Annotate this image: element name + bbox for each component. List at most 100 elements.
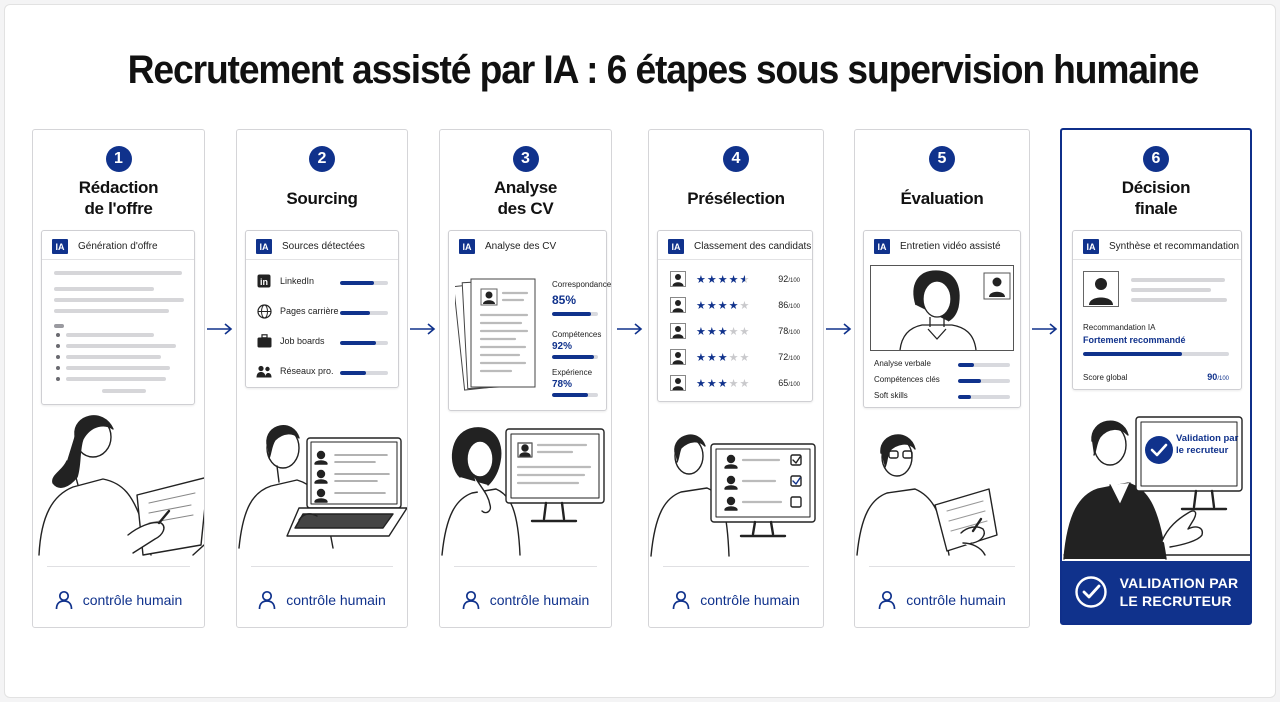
bar-fill	[958, 379, 982, 383]
step-number-3: 3	[512, 146, 539, 172]
step-number-1: 1	[105, 146, 132, 172]
candidate-row: ★★★★★ 86/100	[670, 295, 800, 315]
step-number-2: 2	[309, 146, 335, 172]
candidate-avatar-icon	[670, 271, 686, 287]
panel-title: Sources détectées	[282, 241, 365, 252]
step-title-1: Rédaction de l'offre	[78, 178, 159, 218]
linkedin-icon: in	[256, 273, 272, 289]
arrow-right-icon	[617, 323, 643, 335]
step-card-1: 1 Rédaction de l'offre IA Génération d'of…	[32, 129, 205, 628]
match-bar	[552, 312, 598, 316]
step-title-6: Décision finale	[1121, 178, 1191, 218]
key-skills-bar	[958, 379, 1010, 383]
bar-fill	[552, 312, 592, 316]
panel-title: Génération d'offre	[78, 241, 158, 252]
panel-title: Entretien vidéo assisté	[900, 241, 1001, 252]
panel-title: Classement des candidats	[694, 241, 812, 252]
human-control-5: contrôle humain	[855, 585, 1029, 615]
bar-fill	[552, 355, 595, 359]
candidate-avatar-icon	[670, 349, 686, 365]
candidate-score: 65/100	[778, 378, 800, 388]
soft-skills-bar	[958, 395, 1010, 399]
globe-icon	[256, 303, 272, 319]
bar-fill	[340, 341, 376, 345]
source-bar-1	[340, 281, 388, 285]
svg-text:in: in	[260, 277, 268, 287]
user-icon	[462, 590, 480, 610]
step-title-2: Sourcing	[286, 189, 358, 208]
ia-badge: IA	[668, 239, 684, 254]
arrow-right-icon	[410, 323, 436, 335]
candidate-avatar-icon	[670, 297, 686, 313]
bar-fill	[340, 281, 374, 285]
candidate-avatar-icon	[670, 323, 686, 339]
step-number-4: 4	[723, 146, 749, 172]
candidate-score: 78/100	[778, 326, 800, 336]
panel-title: Analyse des CV	[485, 241, 557, 252]
candidate-score: 72/100	[778, 352, 800, 362]
arrow-right-icon	[826, 323, 852, 335]
bar-fill	[340, 311, 370, 315]
validation-banner: VALIDATION PAR LE RECRUTEUR	[1062, 561, 1250, 623]
ia-badge: IA	[459, 239, 475, 254]
bar-fill	[958, 395, 971, 399]
woman-writing-illustration	[38, 415, 204, 556]
skills-bar	[552, 355, 598, 359]
user-icon	[258, 590, 276, 610]
human-control-3: contrôle humain	[440, 585, 611, 615]
verbal-bar	[958, 363, 1010, 367]
user-icon	[878, 590, 896, 610]
offer-panel: IA Génération d'offre	[41, 230, 195, 405]
star-rating: ★★★★★	[696, 377, 751, 390]
briefcase-icon	[256, 333, 272, 349]
video-call-icon	[870, 265, 1014, 351]
man-laptop-illustration	[238, 424, 407, 549]
bar-fill	[958, 363, 974, 367]
woman-monitor-illustration	[441, 427, 605, 556]
candidate-row: ★★★★★ 65/100	[670, 373, 800, 393]
bar-fill	[552, 393, 588, 397]
ia-badge: IA	[256, 239, 272, 254]
step-title-5: Évaluation	[900, 189, 984, 208]
ia-badge: IA	[874, 239, 890, 254]
source-bar-4	[340, 371, 388, 375]
cv-stack-icon	[455, 278, 536, 391]
candidate-row: ★★★★★ 72/100	[670, 347, 800, 367]
star-rating: ★★★★★	[696, 325, 751, 338]
step-number-6: 6	[1143, 146, 1169, 172]
step-number-5: 5	[929, 146, 955, 172]
man-checklist-illustration	[650, 434, 816, 557]
panel-title: Synthèse et recommandation	[1109, 241, 1240, 252]
candidate-score: 92/100	[778, 274, 800, 284]
experience-bar	[552, 393, 598, 397]
recruiter-validation-illustration: Validation par le recruteur	[1063, 416, 1250, 560]
human-control-1: contrôle humain	[33, 585, 204, 615]
check-circle-icon	[1074, 576, 1107, 608]
star-rating: ★★★★★	[696, 299, 751, 312]
bar-fill	[340, 371, 367, 375]
step-title-3: Analyse des CV	[493, 178, 558, 218]
source-bar-3	[340, 341, 388, 345]
validation-screen-text: Validation par le recruteur	[1176, 433, 1239, 456]
candidate-row: ★★★★★ 78/100	[670, 321, 800, 341]
ia-badge: IA	[52, 239, 68, 254]
arrow-right-icon	[207, 323, 233, 335]
human-control-2: contrôle humain	[237, 585, 407, 615]
star-rating: ★★★★★	[696, 351, 751, 364]
source-bar-2	[340, 311, 388, 315]
arrow-right-icon	[1032, 323, 1058, 335]
page-title: Recrutement assisté par IA : 6 étapes so…	[127, 48, 1200, 92]
user-icon	[55, 590, 73, 610]
candidate-row: ★★★★★92/100	[670, 269, 800, 289]
candidate-avatar-icon	[670, 375, 686, 391]
candidate-score: 86/100	[778, 300, 800, 310]
